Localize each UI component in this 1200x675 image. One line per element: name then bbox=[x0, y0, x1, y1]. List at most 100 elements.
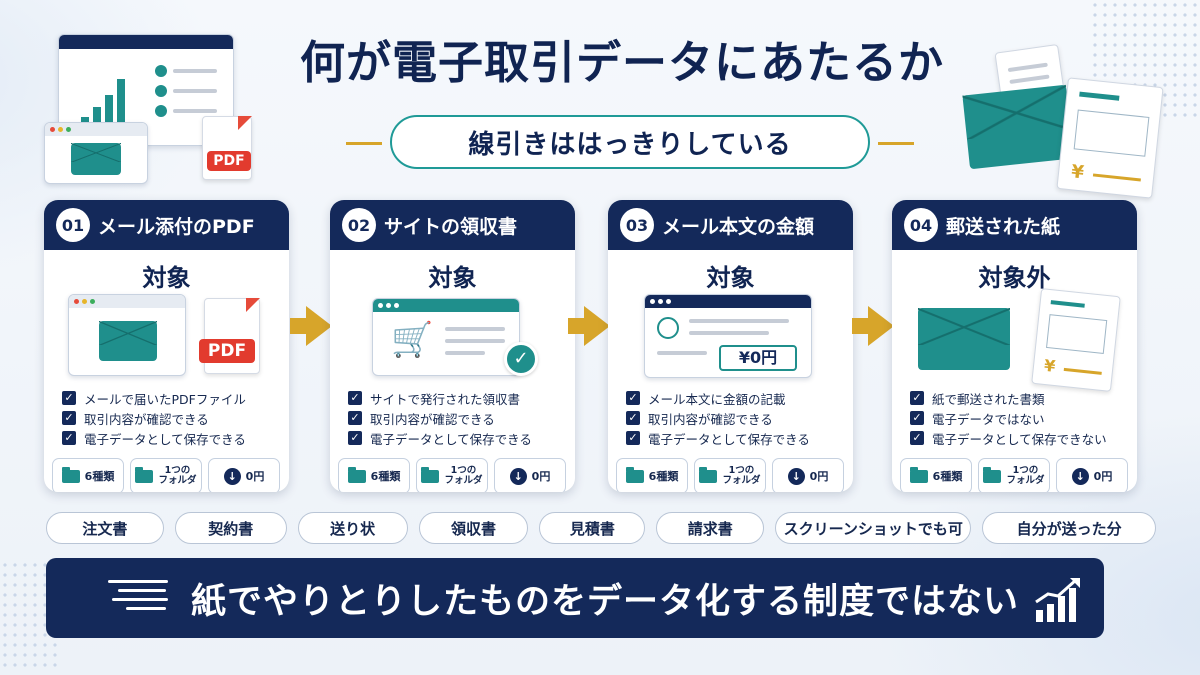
list-item: ✓メール本文に金額の記載 bbox=[626, 388, 853, 408]
tag-contract: 契約書 bbox=[174, 512, 287, 544]
card-illustration: 🛒 ✓ bbox=[342, 294, 563, 386]
card-header: 03 メール本文の金額 bbox=[608, 200, 853, 250]
subtitle-block: 線引きははっきりしている bbox=[330, 115, 930, 171]
card-illustration: PDF bbox=[56, 294, 277, 386]
list-item: ✓電子データとして保存できる bbox=[626, 428, 853, 448]
check-icon: ✓ bbox=[910, 431, 924, 445]
user-icon bbox=[657, 317, 679, 339]
check-icon: ✓ bbox=[626, 391, 640, 405]
chip-types: 6種類 bbox=[338, 458, 410, 492]
card-illustration: ¥0円 bbox=[620, 294, 841, 386]
yen-sign: ¥ bbox=[1043, 355, 1057, 376]
card-site-receipt: 02 サイトの領収書 対象 🛒 ✓ ✓サイトで発行された領収書 ✓取引内容が確認… bbox=[330, 200, 575, 492]
chip-folder: 1つのフォルダ bbox=[978, 458, 1050, 492]
chip-folder: 1つのフォルダ bbox=[694, 458, 766, 492]
bottom-banner: 紙でやりとりしたものをデータ化する制度ではない bbox=[46, 558, 1104, 638]
card-number: 01 bbox=[56, 208, 90, 242]
download-icon: ↓ bbox=[223, 467, 241, 485]
tag-bill: 請求書 bbox=[656, 512, 765, 544]
folder-icon bbox=[421, 466, 440, 483]
list-item: ✓紙で郵送された書類 bbox=[910, 388, 1137, 408]
card-status: 対象 bbox=[706, 264, 755, 292]
mail-window-illustration bbox=[44, 122, 148, 184]
mail-window-illustration bbox=[68, 294, 186, 376]
chip-folder: 1つのフォルダ bbox=[416, 458, 488, 492]
card-status: 対象 bbox=[142, 264, 191, 292]
chip-cost: ↓0円 bbox=[772, 458, 844, 492]
tag-sent-by-self: 自分が送った分 bbox=[982, 512, 1157, 544]
envelope-icon bbox=[918, 308, 1010, 370]
list-item: ✓電子データとして保存できない bbox=[910, 428, 1137, 448]
chip-cost: ↓0円 bbox=[494, 458, 566, 492]
chip-row: 6種類 1つのフォルダ ↓0円 bbox=[900, 458, 1137, 492]
cart-icon: 🛒 bbox=[391, 320, 434, 360]
chip-cost: ↓0円 bbox=[1056, 458, 1128, 492]
card-header: 02 サイトの領収書 bbox=[330, 200, 575, 250]
folder-icon bbox=[61, 466, 80, 483]
card-header: 01 メール添付のPDF bbox=[44, 200, 289, 250]
card-number: 03 bbox=[620, 208, 654, 242]
download-icon: ↓ bbox=[509, 467, 527, 485]
check-icon: ✓ bbox=[910, 411, 924, 425]
tag-receipt: 領収書 bbox=[418, 512, 529, 544]
amount-box: ¥0円 bbox=[719, 345, 797, 371]
card-title: 郵送された紙 bbox=[946, 215, 1061, 238]
paper-invoice-icon: ¥ bbox=[1031, 288, 1121, 392]
chip-cost: ↓0円 bbox=[208, 458, 280, 492]
folder-icon bbox=[699, 466, 718, 483]
mail-body-illustration: ¥0円 bbox=[644, 294, 812, 378]
tag-order-form: 注文書 bbox=[46, 512, 164, 544]
chip-types: 6種類 bbox=[616, 458, 688, 492]
speed-lines-icon bbox=[108, 580, 168, 616]
envelope-icon bbox=[99, 321, 157, 361]
tag-invoice-slip: 送り状 bbox=[297, 512, 408, 544]
list-item: ✓電子データとして保存できる bbox=[348, 428, 575, 448]
folder-icon bbox=[135, 466, 154, 483]
card-status: 対象外 bbox=[978, 264, 1051, 292]
card-illustration: ¥ bbox=[904, 288, 1125, 392]
document-tags: 注文書 契約書 送り状 領収書 見積書 請求書 スクリーンショットでも可 自分が… bbox=[46, 512, 1157, 544]
check-icon: ✓ bbox=[348, 431, 362, 445]
check-icon: ✓ bbox=[626, 431, 640, 445]
check-icon: ✓ bbox=[910, 391, 924, 405]
card-title: サイトの領収書 bbox=[384, 215, 518, 238]
card-mail-pdf: 01 メール添付のPDF 対象 PDF ✓メールで届いたPDFファイル ✓取引内… bbox=[44, 200, 289, 492]
pdf-label: PDF bbox=[207, 151, 251, 171]
folder-icon bbox=[625, 466, 644, 483]
check-icon: ✓ bbox=[62, 411, 76, 425]
list-item: ✓メールで届いたPDFファイル bbox=[62, 388, 289, 408]
chip-types: 6種類 bbox=[52, 458, 124, 492]
divider-line bbox=[346, 142, 382, 145]
subtitle: 線引きははっきりしている bbox=[390, 115, 870, 169]
chip-types: 6種類 bbox=[900, 458, 972, 492]
shop-window-illustration: 🛒 bbox=[372, 298, 520, 376]
list-item: ✓取引内容が確認できる bbox=[62, 408, 289, 428]
check-list: ✓サイトで発行された領収書 ✓取引内容が確認できる ✓電子データとして保存できる bbox=[348, 388, 575, 448]
arrow-right-icon bbox=[852, 306, 894, 346]
list-item: ✓電子データではない bbox=[910, 408, 1137, 428]
download-icon: ↓ bbox=[1071, 467, 1089, 485]
folder-icon bbox=[909, 466, 928, 483]
folder-icon bbox=[347, 466, 366, 483]
check-list: ✓メールで届いたPDFファイル ✓取引内容が確認できる ✓電子データとして保存で… bbox=[62, 388, 289, 448]
page-title: 何が電子取引データにあたるか bbox=[299, 36, 944, 89]
card-title: メール添付のPDF bbox=[98, 215, 255, 238]
pdf-file-illustration: PDF bbox=[202, 116, 252, 180]
yen-sign: ¥ bbox=[1070, 161, 1085, 184]
card-status: 対象 bbox=[428, 264, 477, 292]
check-list: ✓紙で郵送された書類 ✓電子データではない ✓電子データとして保存できない bbox=[910, 388, 1137, 448]
check-list: ✓メール本文に金額の記載 ✓取引内容が確認できる ✓電子データとして保存できる bbox=[626, 388, 853, 448]
check-icon: ✓ bbox=[62, 391, 76, 405]
banner-text: 紙でやりとりしたものをデータ化する制度ではない bbox=[190, 581, 1019, 622]
list-item: ✓取引内容が確認できる bbox=[348, 408, 575, 428]
download-icon: ↓ bbox=[787, 467, 805, 485]
invoice-illustration: ¥ bbox=[1056, 77, 1164, 199]
list-item: ✓サイトで発行された領収書 bbox=[348, 388, 575, 408]
list-item: ✓電子データとして保存できる bbox=[62, 428, 289, 448]
card-number: 02 bbox=[342, 208, 376, 242]
tag-estimate: 見積書 bbox=[539, 512, 646, 544]
pdf-label: PDF bbox=[199, 339, 255, 363]
chip-row: 6種類 1つのフォルダ ↓0円 bbox=[52, 458, 289, 492]
card-mail-body: 03 メール本文の金額 対象 ¥0円 ✓メール本文に金額の記載 ✓取引内容が確認… bbox=[608, 200, 853, 492]
list-item: ✓取引内容が確認できる bbox=[626, 408, 853, 428]
